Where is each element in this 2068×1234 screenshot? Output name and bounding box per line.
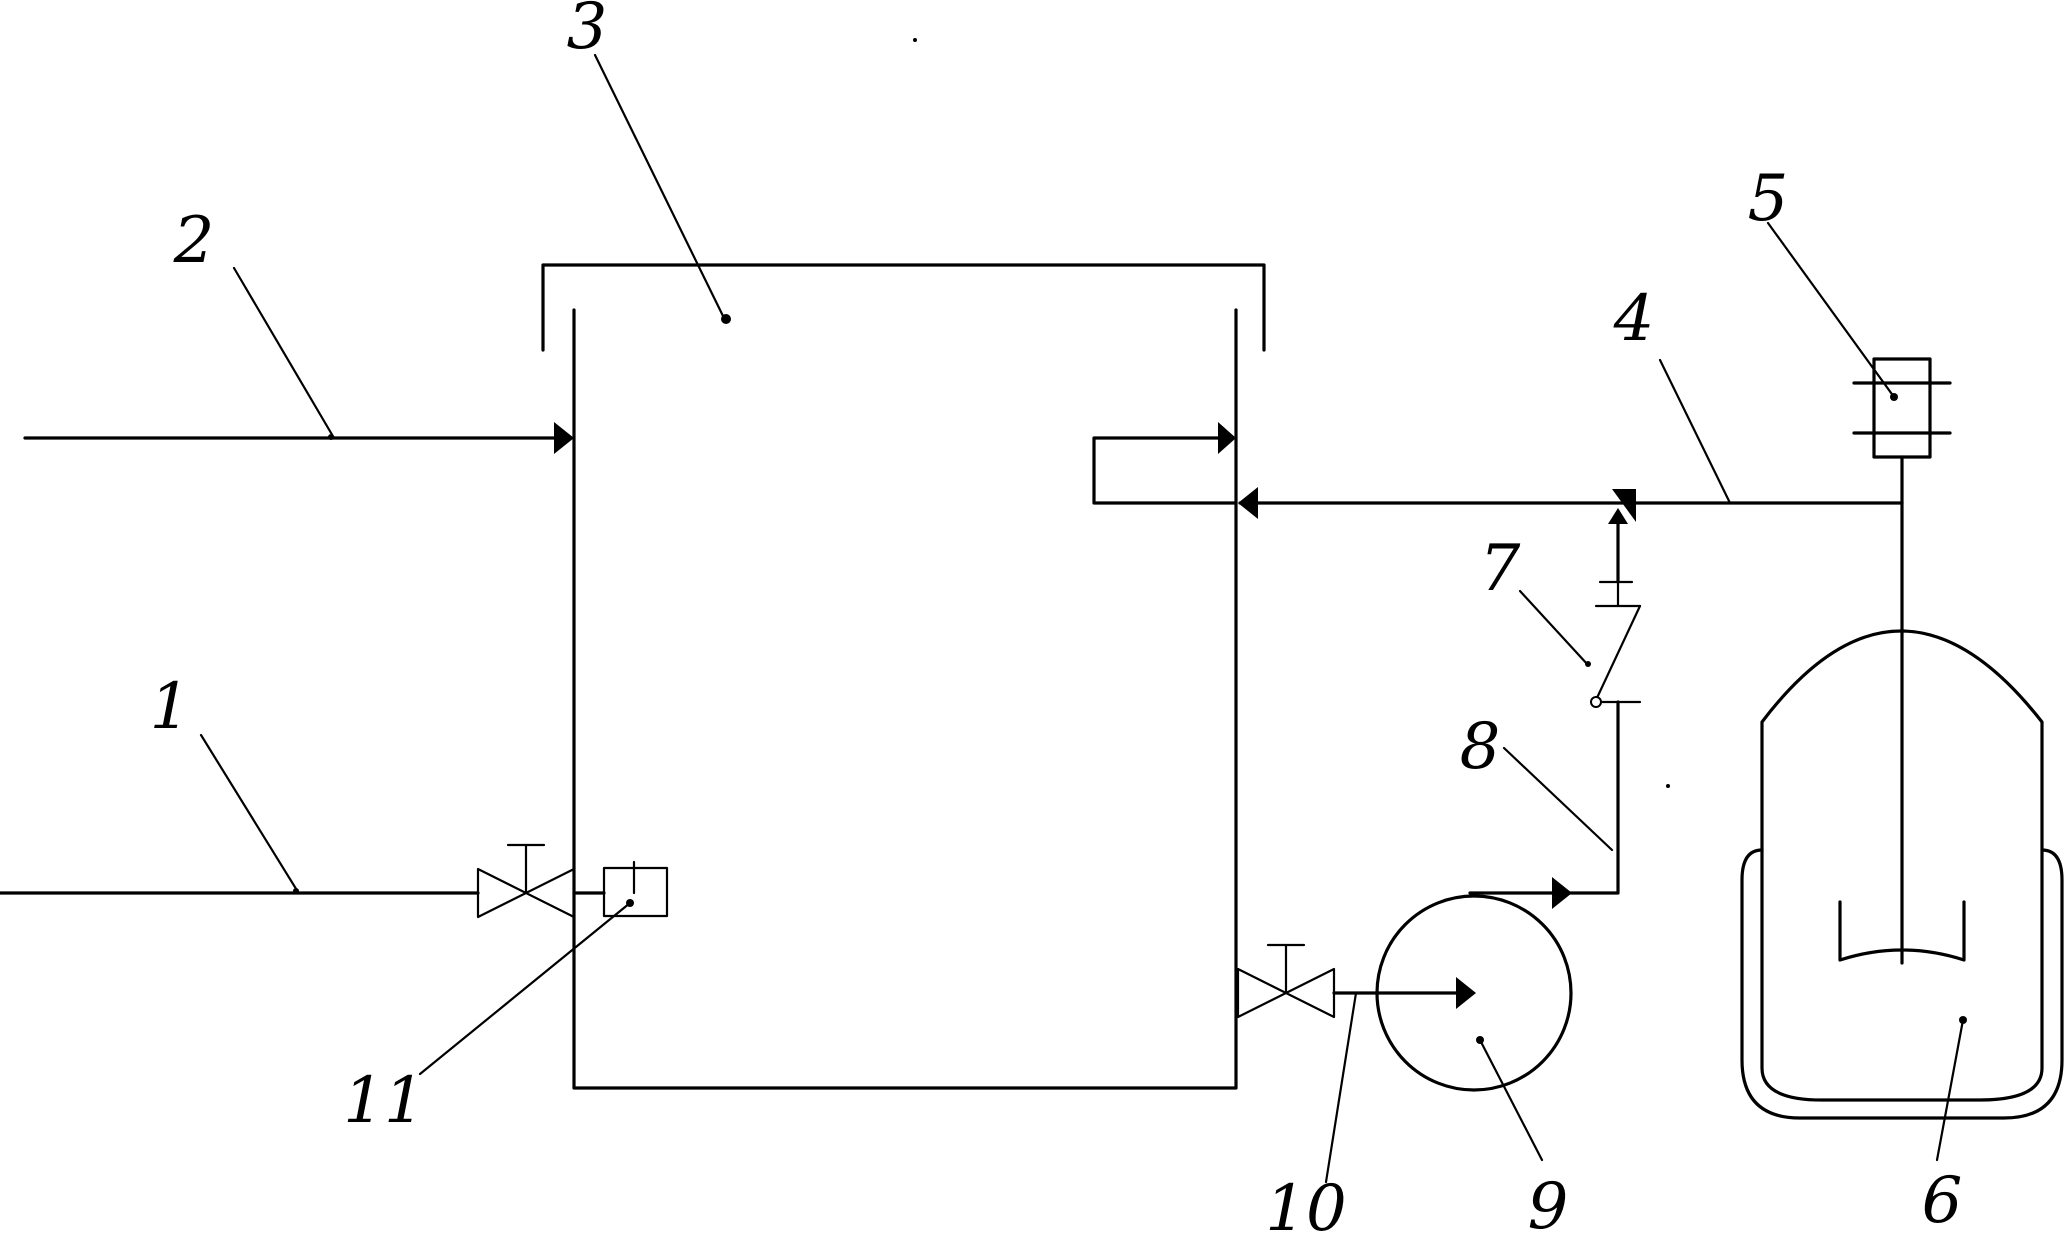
arrow-head [1456,977,1476,1009]
speck [1666,784,1670,788]
labels: 2 3 1 11 4 5 7 8 10 9 6 [150,0,1963,1234]
valve-icon [476,843,576,919]
arrow-head [1552,877,1572,909]
inlet-pipe-2 [23,422,574,454]
label-9: 9 [1528,1170,1569,1234]
label-11: 11 [343,1064,424,1138]
arrow-head [1608,508,1628,524]
valve-icon [1236,943,1336,1019]
label-6: 6 [1922,1164,1963,1234]
outlet-pipe-10 [1236,943,1476,1019]
arrow-head [554,422,574,454]
motor-5 [1852,357,1952,505]
junction-arrow [1612,489,1636,522]
feed-pipe-1 [0,843,669,919]
reactor-6 [1740,501,2064,1120]
arrow-head [1218,422,1236,454]
label-8: 8 [1460,710,1501,784]
label-1: 1 [150,670,191,744]
arrow-head [1238,487,1258,519]
leader-lines [199,53,1965,1184]
speck [913,38,917,42]
check-valve-7 [1590,580,1642,708]
label-4: 4 [1613,282,1655,356]
label-2: 2 [173,204,215,278]
label-10: 10 [1265,1172,1346,1234]
label-7: 7 [1480,532,1521,606]
label-3: 3 [567,0,608,64]
distributor-box-11 [602,860,669,918]
riser-pipe-8 [1468,508,1642,909]
tank [541,263,1266,1090]
label-5: 5 [1748,162,1789,236]
return-pipe-4 [1092,422,1904,522]
